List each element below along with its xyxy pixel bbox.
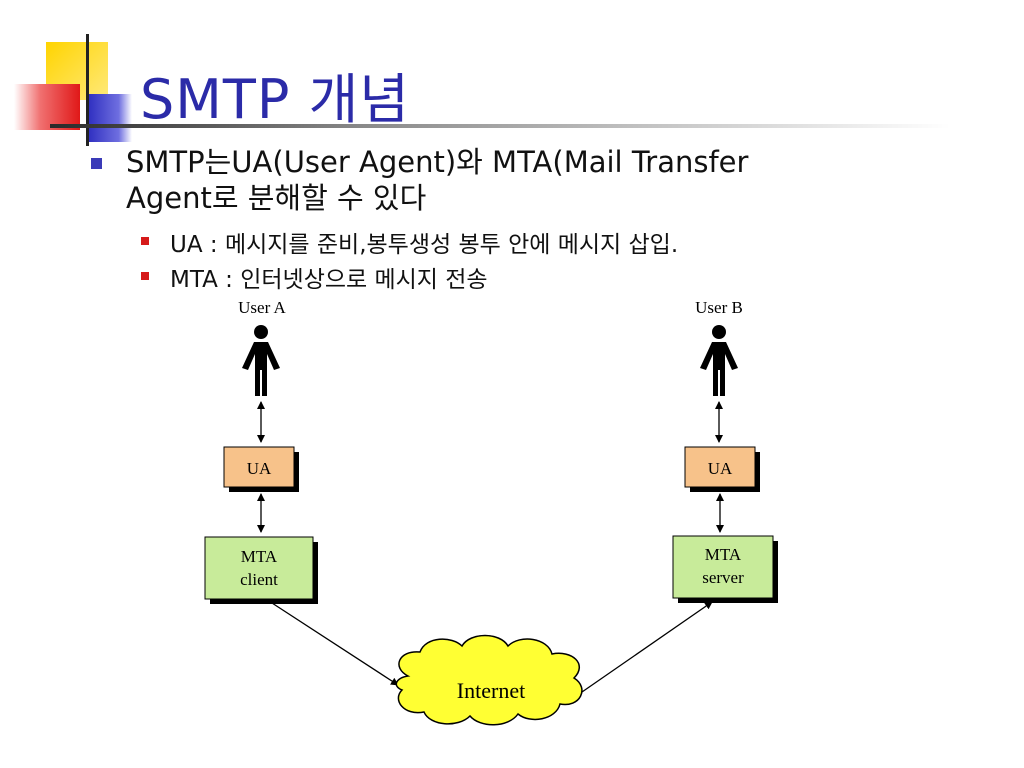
title-underline xyxy=(50,124,950,128)
sub-bullet-ua: UA : 메시지를 준비,봉투생성 봉투 안에 메시지 삽입. xyxy=(170,232,679,258)
arrow-client-internet xyxy=(271,602,399,686)
internet-cloud: Internet xyxy=(395,634,583,726)
bullet-text-line2: Agent로 분해할 수 있다 xyxy=(126,181,427,215)
ua-box-left: UA xyxy=(223,446,299,492)
mta-server-box: MTA server xyxy=(672,535,778,603)
user-b-label: User B xyxy=(695,298,743,317)
bullet-text-line1: SMTP는UA(User Agent)와 MTA(Mail Transfer xyxy=(126,145,749,179)
mta-client-line2: client xyxy=(240,570,278,589)
bullet-square-red xyxy=(141,237,149,245)
user-a-label: User A xyxy=(238,298,286,317)
bullet-square-blue xyxy=(91,158,102,169)
sub-bullet-mta: MTA : 인터넷상으로 메시지 전송 xyxy=(170,267,488,293)
mta-client-line1: MTA xyxy=(241,547,278,566)
person-icon xyxy=(700,325,738,396)
arrow-internet-server xyxy=(581,601,713,693)
mta-client-box: MTA client xyxy=(204,536,318,604)
ua-box-right: UA xyxy=(684,446,760,492)
page-title: SMTP 개념 xyxy=(140,68,410,131)
mta-server-line2: server xyxy=(702,568,744,587)
bullet-square-red xyxy=(141,272,149,280)
deco-red-bar xyxy=(14,84,80,130)
deco-blue-square xyxy=(88,94,132,142)
ua-left-label: UA xyxy=(247,459,272,478)
mta-server-line1: MTA xyxy=(705,545,742,564)
person-icon xyxy=(242,325,280,396)
deco-vertical-line xyxy=(86,34,89,146)
ua-right-label: UA xyxy=(708,459,733,478)
internet-label: Internet xyxy=(457,678,525,703)
